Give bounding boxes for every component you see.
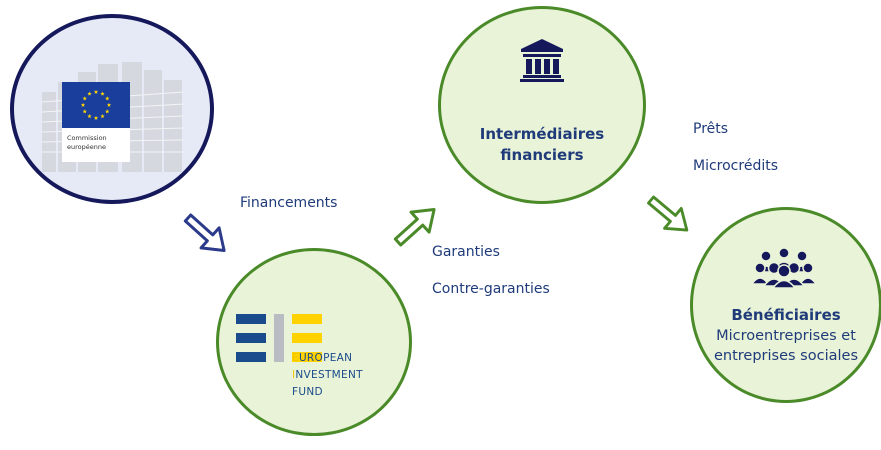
eif-logo-icon	[236, 314, 322, 362]
label-garanties: Garanties	[432, 244, 500, 260]
eu-flag-icon	[62, 82, 130, 128]
intermediaires-line2: financiers	[500, 146, 584, 164]
beneficiaires-line2: entreprises sociales	[713, 348, 858, 364]
eu-star-icon	[100, 113, 105, 119]
people-icon	[752, 248, 816, 288]
arrow-icon-ec-to-eif	[183, 213, 226, 253]
eu-star-icon	[105, 109, 110, 114]
arrow-icon-eif-to-inter	[393, 207, 436, 247]
eif-text-line2: INVESTMENT	[292, 369, 363, 381]
eu-star-icon	[93, 115, 99, 120]
ec-label-line1: Commission	[67, 134, 107, 142]
eif-text-line1: EUROPEAN	[292, 352, 353, 364]
eu-star-icon	[106, 102, 112, 107]
label-prets: Prêts	[693, 121, 729, 137]
eu-star-icon	[87, 113, 92, 119]
beneficiaires-title: Bénéficiaires	[731, 306, 841, 324]
label-microcredits: Microcrédits	[693, 158, 778, 174]
eu-star-icon	[80, 102, 86, 107]
eu-star-icon	[100, 91, 105, 96]
intermediaires-title: Intermédiaires financiers	[448, 124, 636, 166]
label-contre-garanties: Contre-garanties	[432, 281, 550, 297]
beneficiaires-description: Microentreprises et entreprises sociales	[695, 326, 877, 366]
intermediaires-line1: Intermédiaires	[479, 125, 605, 143]
eu-star-icon	[82, 96, 87, 101]
ec-label-bg	[62, 128, 130, 162]
eu-star-icon	[87, 91, 92, 96]
eu-star-icon	[105, 96, 110, 101]
eu-star-icon	[82, 109, 87, 114]
ec-label-line2: européenne	[67, 143, 106, 151]
arrow-icon-inter-to-bene	[647, 195, 689, 232]
eu-star-icon	[93, 89, 99, 94]
bank-icon	[520, 39, 564, 82]
eif-text-line3: FUND	[292, 386, 323, 398]
beneficiaires-line1: Microentreprises et	[716, 328, 856, 344]
beneficiaires-circle	[690, 207, 881, 403]
label-financements: Financements	[240, 195, 338, 211]
